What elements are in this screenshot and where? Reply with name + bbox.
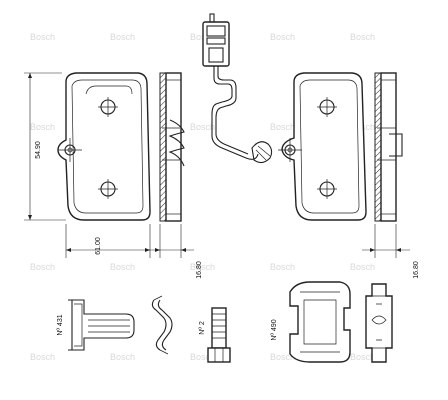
watermark: Bosch <box>350 32 375 42</box>
watermark: Bosch <box>110 262 135 272</box>
height-dimension: 54.90 <box>24 72 66 221</box>
right-pad-side-view <box>374 72 403 222</box>
bolt-accessory: Nº 2 <box>199 307 231 363</box>
spring-clip-accessory: Nº 431 <box>57 299 135 351</box>
height-label: 54.90 <box>35 141 42 159</box>
clip-set-accessory: Nº 490 <box>271 281 393 363</box>
sensor-tip <box>251 141 273 164</box>
watermark: Bosch <box>270 352 295 362</box>
watermark: Bosch <box>270 262 295 272</box>
width-dimension: 61.00 <box>65 224 151 258</box>
right-side-clip <box>389 133 403 157</box>
watermark: Bosch <box>350 262 375 272</box>
left-pad-front-view <box>57 72 151 221</box>
right-pad-front-view <box>278 72 367 221</box>
watermark: Bosch <box>30 32 55 42</box>
watermark: Bosch <box>270 32 295 42</box>
side-spring <box>168 119 185 167</box>
clip-set-part-number: Nº 490 <box>271 319 278 340</box>
watermark: Bosch <box>270 122 295 132</box>
right-thickness-label: 16.80 <box>413 261 420 279</box>
bolt-part-number: Nº 2 <box>199 321 206 335</box>
left-pad-side-view <box>159 72 185 222</box>
watermark: Bosch <box>190 352 215 362</box>
watermark: Bosch <box>190 122 215 132</box>
watermark: Bosch <box>30 122 55 132</box>
wear-sensor <box>202 13 273 164</box>
width-label: 61.00 <box>95 237 102 255</box>
spring-clip-part-number: Nº 431 <box>57 314 64 335</box>
watermark: Bosch <box>110 352 135 362</box>
left-thickness-dimension: 16.80 <box>148 224 203 279</box>
watermark: Bosch <box>30 262 55 272</box>
left-thickness-label: 16.80 <box>196 261 203 279</box>
watermark: Bosch <box>350 352 375 362</box>
right-thickness-dimension: 16.80 <box>362 224 420 279</box>
watermark: Bosch <box>190 262 215 272</box>
watermark: Bosch <box>110 32 135 42</box>
watermark: Bosch <box>30 352 55 362</box>
sensor-wire <box>211 66 259 160</box>
wire-spring-accessory <box>151 295 173 355</box>
